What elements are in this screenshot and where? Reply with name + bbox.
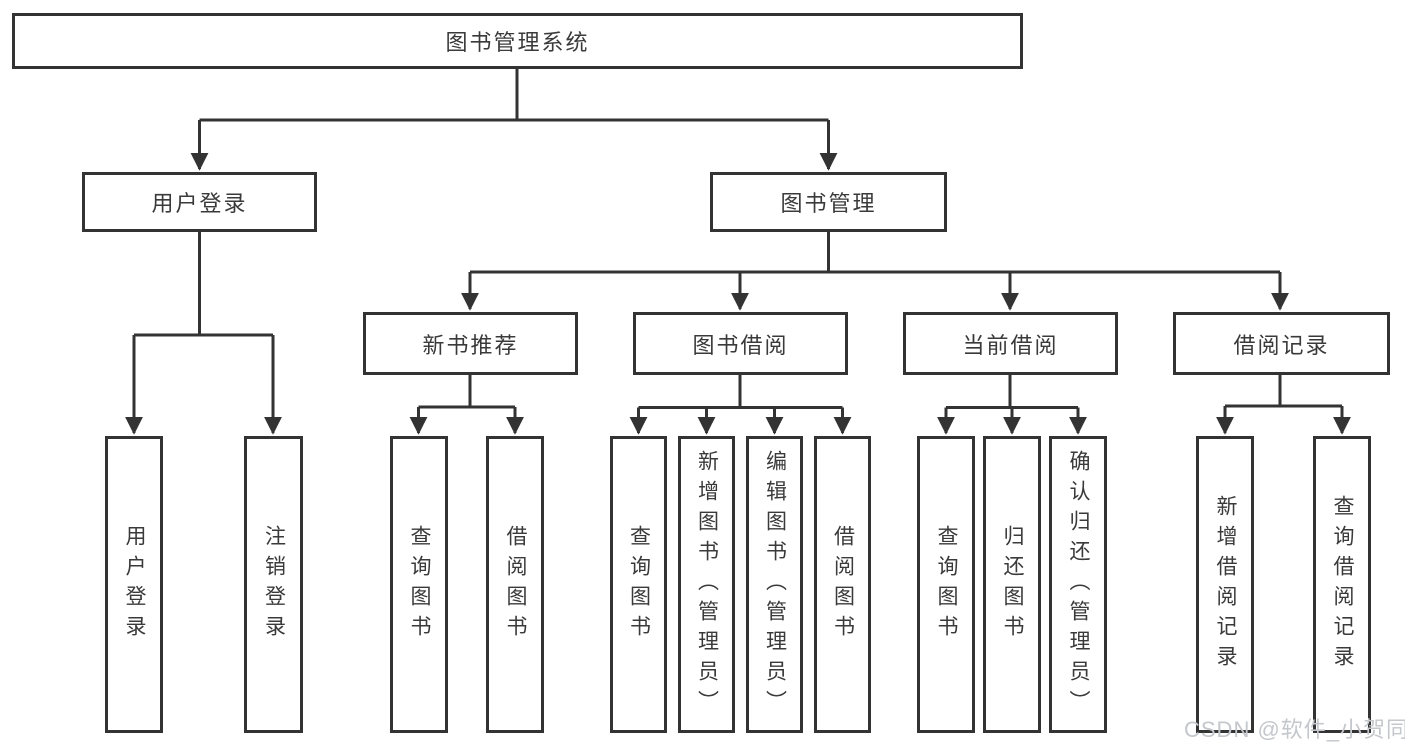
node-login-action-label: 用户登录 xyxy=(123,524,147,645)
node-book-management-label: 图书管理 xyxy=(780,191,877,216)
node-bb-query-books-label: 查询图书 xyxy=(627,524,651,645)
node-bb-query-books: 查询图书 xyxy=(610,436,667,733)
connector-arrows xyxy=(125,120,1351,435)
node-br-add-record: 新增借阅记录 xyxy=(1196,436,1254,733)
node-current-borrowing-label: 当前借阅 xyxy=(962,332,1059,358)
node-bb-edit-books-admin: 编辑图书（管理员） xyxy=(746,436,803,733)
node-user-login: 用户登录 xyxy=(82,172,317,232)
node-current-borrowing: 当前借阅 xyxy=(903,312,1118,375)
node-rec-borrow-books: 借阅图书 xyxy=(486,436,544,733)
node-bb-add-books-admin-label: 新增图书（管理员） xyxy=(695,449,719,720)
node-cb-confirm-return-admin: 确认归还（管理员） xyxy=(1049,436,1107,733)
node-book-borrowing-label: 图书借阅 xyxy=(692,332,789,358)
node-rec-query-books-label: 查询图书 xyxy=(408,524,432,645)
node-bb-borrow-books: 借阅图书 xyxy=(814,436,871,733)
node-cb-confirm-return-admin-label: 确认归还（管理员） xyxy=(1067,449,1091,720)
node-bb-edit-books-admin-label: 编辑图书（管理员） xyxy=(763,449,787,720)
node-book-management: 图书管理 xyxy=(710,172,947,232)
node-bb-add-books-admin: 新增图书（管理员） xyxy=(678,436,735,733)
node-cb-return-books-label: 归还图书 xyxy=(1001,524,1025,645)
node-logout-action-label: 注销登录 xyxy=(262,524,286,645)
node-user-login-label: 用户登录 xyxy=(151,191,248,216)
node-bb-borrow-books-label: 借阅图书 xyxy=(831,524,855,645)
node-book-borrowing: 图书借阅 xyxy=(633,312,848,375)
node-br-query-record-label: 查询借阅记录 xyxy=(1331,494,1355,675)
node-logout-action: 注销登录 xyxy=(244,436,303,733)
node-borrow-records: 借阅记录 xyxy=(1173,312,1390,375)
node-br-add-record-label: 新增借阅记录 xyxy=(1214,494,1238,675)
node-cb-return-books: 归还图书 xyxy=(983,436,1041,733)
node-new-book-recommend-label: 新书推荐 xyxy=(422,332,519,358)
node-cb-query-books: 查询图书 xyxy=(917,436,975,733)
node-rec-query-books: 查询图书 xyxy=(390,436,448,733)
node-br-query-record: 查询借阅记录 xyxy=(1313,436,1371,733)
node-root: 图书管理系统 xyxy=(12,13,1023,69)
node-rec-borrow-books-label: 借阅图书 xyxy=(504,524,528,645)
node-cb-query-books-label: 查询图书 xyxy=(935,524,959,645)
node-new-book-recommend: 新书推荐 xyxy=(363,312,578,375)
connector-trunks xyxy=(134,69,1342,409)
node-login-action: 用户登录 xyxy=(105,436,163,733)
watermark: CSDN @软件_小贺同学 xyxy=(1184,717,1405,742)
node-borrow-records-label: 借阅记录 xyxy=(1233,332,1330,358)
node-root-label: 图书管理系统 xyxy=(445,30,590,55)
